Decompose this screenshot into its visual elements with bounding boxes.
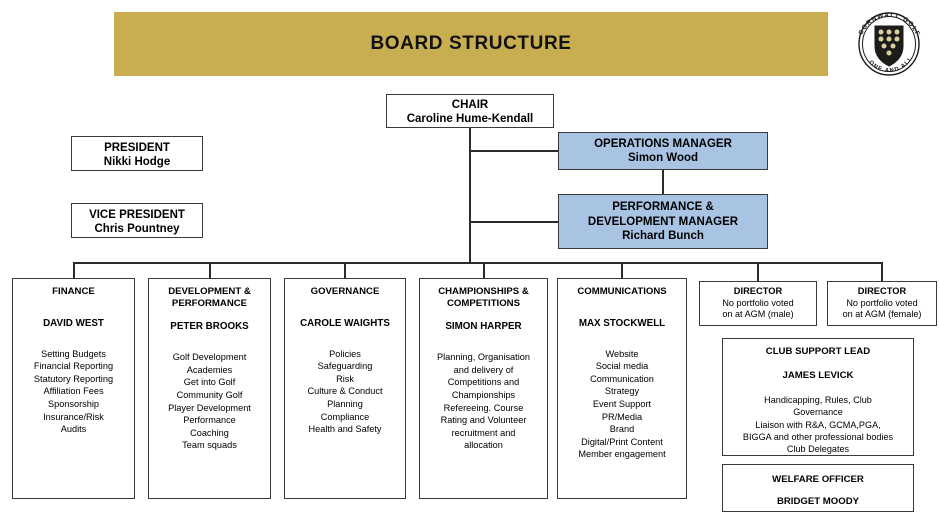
- director-box-male[interactable]: DIRECTOR No portfolio voted on at AGM (m…: [699, 281, 817, 326]
- performance-manager-name: Richard Bunch: [622, 230, 704, 242]
- vice-president-title: VICE PRESIDENT: [89, 209, 185, 221]
- chair-box[interactable]: CHAIR Caroline Hume-Kendall: [386, 94, 554, 128]
- finance-lead-name: DAVID WEST: [43, 317, 104, 329]
- president-name: Nikki Hodge: [103, 156, 171, 168]
- director-female-title: DIRECTOR: [857, 286, 907, 296]
- championships-duties: Planning, Organisation and delivery of C…: [437, 352, 530, 451]
- welfare-officer-name: BRIDGET MOODY: [776, 496, 860, 507]
- welfare-officer-box[interactable]: WELFARE OFFICER BRIDGET MOODY: [722, 464, 914, 512]
- connector-drop-championships: [483, 262, 485, 278]
- welfare-officer-title: WELFARE OFFICER: [772, 474, 864, 485]
- club-support-lead-box[interactable]: CLUB SUPPORT LEAD JAMES LEVICK Handicapp…: [722, 338, 914, 456]
- connector-chair-to-performance: [469, 221, 558, 223]
- chair-title: CHAIR: [451, 99, 489, 111]
- communications-title: COMMUNICATIONS: [577, 286, 667, 297]
- performance-manager-title-line2: DEVELOPMENT MANAGER: [587, 215, 739, 228]
- development-title-line1: DEVELOPMENT &: [168, 286, 251, 297]
- connector-drop-communications: [621, 262, 623, 278]
- club-support-lead-name: JAMES LEVICK: [782, 370, 854, 381]
- vice-president-name: Chris Pountney: [94, 223, 180, 235]
- connector-drop-director-male: [757, 262, 759, 281]
- governance-title: GOVERNANCE: [310, 286, 380, 297]
- department-box-governance[interactable]: GOVERNANCE CAROLE WAIGHTS Policies Safeg…: [284, 278, 406, 499]
- communications-duties: Website Social media Communication Strat…: [578, 348, 666, 460]
- department-box-communications[interactable]: COMMUNICATIONS MAX STOCKWELL Website Soc…: [557, 278, 687, 499]
- department-box-development-performance[interactable]: DEVELOPMENT & PERFORMANCE PETER BROOKS G…: [148, 278, 271, 499]
- connector-department-bus: [73, 262, 882, 264]
- championships-lead-name: SIMON HARPER: [445, 321, 522, 333]
- cornwall-golf-logo: CORNWALL GOLF ONE AND ALL: [848, 10, 930, 78]
- vice-president-box[interactable]: VICE PRESIDENT Chris Pountney: [71, 203, 203, 238]
- connector-ops-to-performance: [662, 170, 664, 194]
- governance-duties: Policies Safeguarding Risk Culture & Con…: [307, 348, 383, 435]
- operations-manager-name: Simon Wood: [627, 152, 699, 164]
- department-box-finance[interactable]: FINANCE DAVID WEST Setting Budgets Finan…: [12, 278, 135, 499]
- header-bar: BOARD STRUCTURE: [114, 12, 828, 76]
- director-male-title: DIRECTOR: [733, 286, 783, 296]
- performance-development-manager-box[interactable]: PERFORMANCE & DEVELOPMENT MANAGER Richar…: [558, 194, 768, 249]
- connector-drop-development: [209, 262, 211, 278]
- department-box-championships-competitions[interactable]: CHAMPIONSHIPS & COMPETITIONS SIMON HARPE…: [419, 278, 548, 499]
- director-male-detail: No portfolio voted on at AGM (male): [722, 297, 794, 320]
- development-title-line2: PERFORMANCE: [171, 297, 248, 309]
- championships-title-line1: CHAMPIONSHIPS &: [438, 286, 529, 297]
- connector-drop-director-female: [881, 262, 883, 281]
- performance-manager-title-line1: PERFORMANCE &: [612, 201, 714, 213]
- page-title: BOARD STRUCTURE: [370, 33, 572, 54]
- connector-chair-to-ops: [469, 150, 558, 152]
- chair-name: Caroline Hume-Kendall: [406, 113, 534, 125]
- championships-title-line2: COMPETITIONS: [446, 297, 521, 309]
- connector-drop-finance: [73, 262, 75, 278]
- club-support-lead-title: CLUB SUPPORT LEAD: [765, 346, 871, 357]
- connector-drop-governance: [344, 262, 346, 278]
- operations-manager-title: OPERATIONS MANAGER: [594, 138, 732, 150]
- club-support-lead-duties: Handicapping, Rules, Club Governance Lia…: [742, 395, 894, 455]
- connector-chair-trunk: [469, 128, 471, 262]
- director-female-detail: No portfolio voted on at AGM (female): [842, 297, 922, 320]
- finance-title: FINANCE: [52, 286, 95, 297]
- development-duties: Golf Development Academies Get into Golf…: [168, 352, 251, 451]
- president-box[interactable]: PRESIDENT Nikki Hodge: [71, 136, 203, 171]
- president-title: PRESIDENT: [104, 142, 170, 154]
- governance-lead-name: CAROLE WAIGHTS: [300, 317, 390, 329]
- development-lead-name: PETER BROOKS: [170, 321, 249, 333]
- director-box-female[interactable]: DIRECTOR No portfolio voted on at AGM (f…: [827, 281, 937, 326]
- finance-duties: Setting Budgets Financial Reporting Stat…: [33, 348, 114, 435]
- operations-manager-box[interactable]: OPERATIONS MANAGER Simon Wood: [558, 132, 768, 170]
- communications-lead-name: MAX STOCKWELL: [578, 317, 666, 329]
